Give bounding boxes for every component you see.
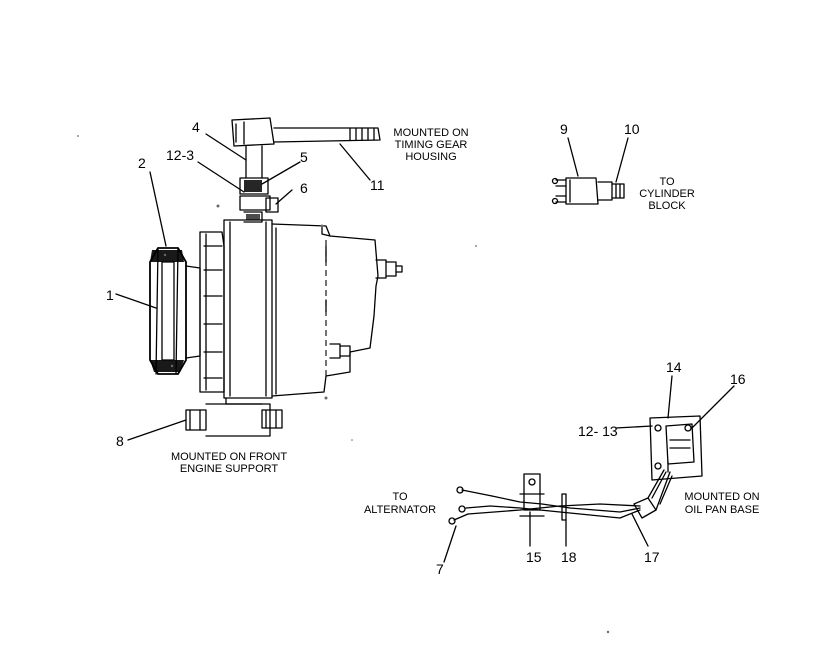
callout-12-3: 12-3 [166, 147, 194, 163]
callout-9: 9 [560, 121, 568, 137]
pulley [149, 247, 201, 375]
svg-text:CYLINDER: CYLINDER [639, 188, 695, 200]
callout-14: 14 [666, 359, 682, 375]
svg-text:HOUSING: HOUSING [405, 151, 456, 163]
note-front-engine-support: MOUNTED ON FRONT ENGINE SUPPORT [171, 451, 287, 475]
note-alternator: TO ALTERNATOR [364, 491, 436, 516]
callout-16: 16 [730, 371, 746, 387]
svg-text:MOUNTED ON FRONT: MOUNTED ON FRONT [171, 451, 287, 463]
note-cylinder-block: TO CYLINDER BLOCK [639, 176, 695, 212]
callout-12-13: 12- 13 [578, 423, 618, 439]
scan-specks [77, 135, 610, 634]
callout-7: 7 [436, 561, 444, 577]
callout-15: 15 [526, 549, 542, 565]
adjusting-bracket [216, 117, 381, 223]
svg-text:MOUNTED ON: MOUNTED ON [393, 127, 468, 139]
svg-text:MOUNTED ON: MOUNTED ON [684, 491, 759, 503]
svg-text:OIL PAN BASE: OIL PAN BASE [685, 504, 760, 516]
callout-18: 18 [561, 549, 577, 565]
leader-lines [115, 133, 735, 563]
wiring-harness [448, 469, 673, 525]
note-timing-gear: MOUNTED ON TIMING GEAR HOUSING [393, 127, 468, 163]
callout-11: 11 [370, 177, 385, 193]
alternator-assembly [149, 117, 403, 437]
callout-8: 8 [116, 433, 124, 449]
callout-5: 5 [300, 149, 308, 165]
regulator-bracket [649, 415, 703, 481]
note-oil-pan-base: MOUNTED ON OIL PAN BASE [684, 491, 759, 516]
callout-10: 10 [624, 121, 640, 137]
lower-stud [329, 343, 351, 359]
svg-text:TIMING GEAR: TIMING GEAR [395, 139, 468, 151]
svg-text:ALTERNATOR: ALTERNATOR [364, 504, 436, 516]
callout-1: 1 [106, 287, 114, 303]
callout-2: 2 [138, 155, 146, 171]
mounting-bolt [185, 397, 283, 437]
svg-text:BLOCK: BLOCK [648, 200, 686, 212]
alternator-housing [223, 219, 379, 400]
terminal-stud [375, 259, 403, 279]
callout-4: 4 [192, 119, 200, 135]
callout-6: 6 [300, 180, 308, 196]
fan [199, 231, 225, 393]
callout-17: 17 [644, 549, 660, 565]
svg-text:TO: TO [392, 491, 408, 503]
svg-text:TO: TO [659, 176, 675, 188]
notes: MOUNTED ON TIMING GEAR HOUSING TO CYLIND… [171, 127, 760, 516]
temperature-sender [551, 177, 625, 205]
callouts: 1 2 12-3 4 5 6 11 8 9 10 14 16 12- 13 7 … [106, 119, 746, 577]
svg-text:ENGINE SUPPORT: ENGINE SUPPORT [180, 463, 278, 475]
